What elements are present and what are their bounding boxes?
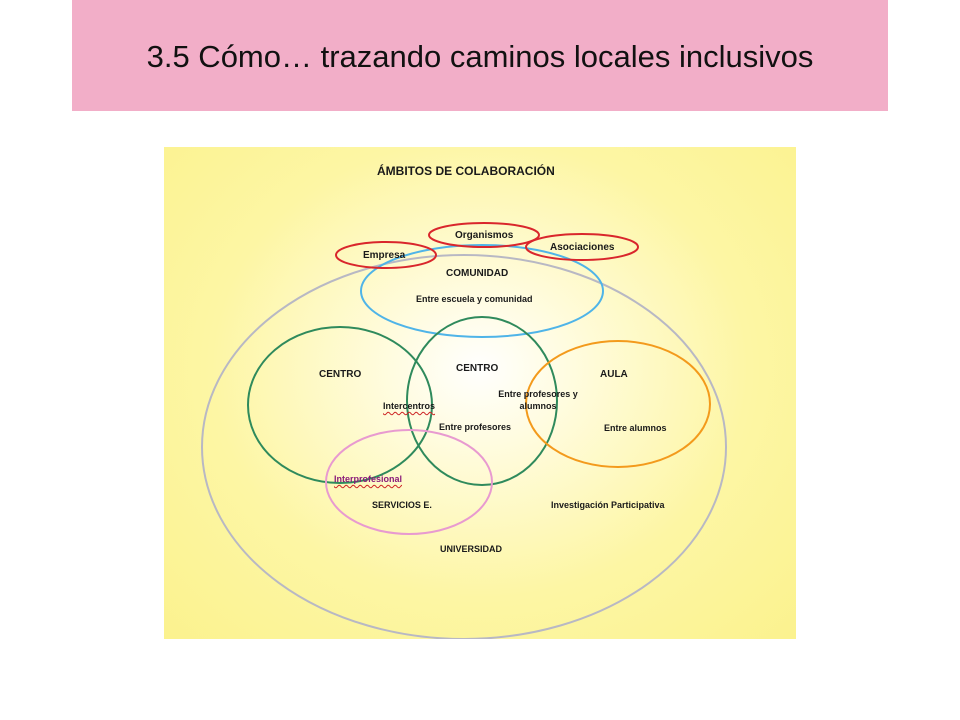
title-banner: 3.5 Cómo… trazando caminos locales inclu… xyxy=(72,0,888,111)
aula-circle xyxy=(525,340,711,468)
entre-profesores-alumnos-line2: alumnos xyxy=(519,401,557,411)
asociaciones-label: Asociaciones xyxy=(550,242,615,253)
centro-left-circle xyxy=(247,326,433,484)
intercentros-label: Intercentros xyxy=(383,401,436,411)
entre-profesores-label: Entre profesores xyxy=(439,422,512,432)
universidad-ellipse xyxy=(201,254,727,639)
collaboration-diagram: ÁMBITOS DE COLABORACIÓN Organismos Empre… xyxy=(164,147,796,639)
servicios-label: SERVICIOS E. xyxy=(372,500,432,510)
slide-title: 3.5 Cómo… trazando caminos locales inclu… xyxy=(146,38,814,74)
centro-mid-label: CENTRO xyxy=(456,363,499,374)
centro-mid-circle xyxy=(406,316,558,486)
diagram-heading: ÁMBITOS DE COLABORACIÓN xyxy=(377,164,555,178)
asociaciones-oval xyxy=(525,233,639,261)
organismos-oval xyxy=(428,222,540,248)
comunidad-ellipse xyxy=(360,244,604,338)
servicios-ellipse xyxy=(325,429,493,535)
comunidad-label: COMUNIDAD xyxy=(446,268,509,279)
entre-alumnos-label: Entre alumnos xyxy=(604,423,667,433)
universidad-label: UNIVERSIDAD xyxy=(440,544,503,554)
entre-escuela-comunidad-label: Entre escuela y comunidad xyxy=(416,294,533,304)
diagram-shapes xyxy=(201,222,727,639)
empresa-oval xyxy=(335,241,437,269)
entre-profesores-alumnos-line1: Entre profesores y xyxy=(498,389,578,399)
empresa-label: Empresa xyxy=(363,250,406,261)
investigacion-label: Investigación Participativa xyxy=(551,500,665,510)
interprofesional-label: Interprofesional xyxy=(334,474,403,484)
organismos-label: Organismos xyxy=(455,230,514,241)
aula-label: AULA xyxy=(600,369,628,380)
centro-left-label: CENTRO xyxy=(319,369,362,380)
entre-profesores-alumnos-label: Entre profesores y alumnos xyxy=(492,388,584,412)
